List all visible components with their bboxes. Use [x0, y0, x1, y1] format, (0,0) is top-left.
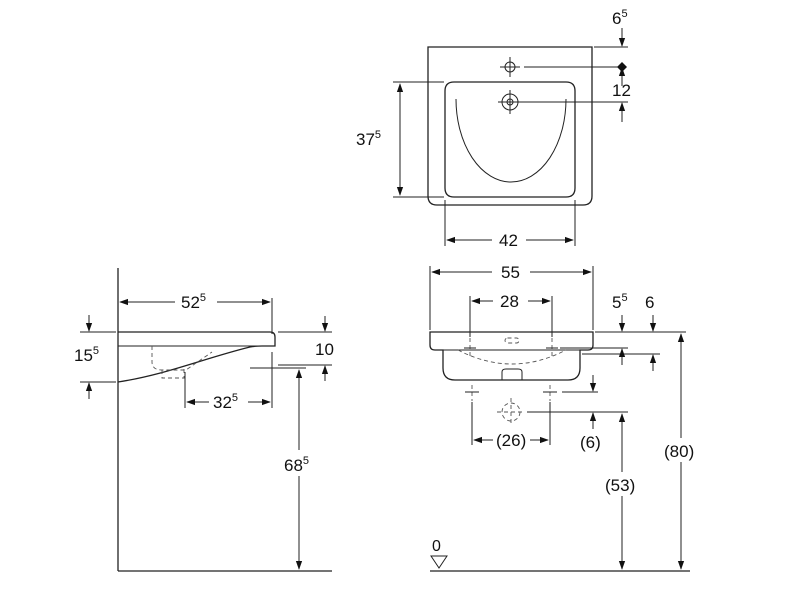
dim-length: 52 — [181, 293, 200, 312]
dim-bowl-sup: 5 — [232, 392, 238, 404]
dim-total-height: (80) — [664, 442, 694, 461]
dim-top-offset-sup: 5 — [621, 8, 627, 20]
dim-rim-height-sup: 5 — [93, 345, 99, 357]
dim-pipe-offset: (6) — [580, 433, 601, 452]
floor-label: 0 — [432, 538, 441, 555]
supply-left-symbol — [465, 385, 479, 401]
supply-right-symbol — [543, 385, 557, 401]
svg-text:375: 375 — [356, 129, 381, 149]
dim-bracket-spacing: 28 — [500, 292, 519, 311]
svg-text:155: 155 — [74, 345, 99, 365]
dim-top-offset: 6 — [612, 9, 621, 28]
dim-width: 42 — [499, 231, 518, 250]
top-view-basin — [444, 81, 576, 198]
dim-rim-height: 15 — [74, 346, 93, 365]
dim-hole: 12 — [612, 81, 631, 100]
dim-length-sup: 5 — [200, 292, 206, 304]
top-view: 65 12 375 42 — [356, 8, 631, 250]
dim-right-a: 5 — [612, 293, 621, 312]
dim-right-a-sup: 5 — [621, 292, 627, 304]
svg-text:685: 685 — [284, 455, 309, 475]
top-view-outline — [427, 46, 593, 206]
svg-text:65: 65 — [612, 8, 628, 28]
tap-hole-symbol — [500, 57, 520, 77]
svg-text:325: 325 — [213, 392, 238, 412]
svg-text:55: 55 — [612, 292, 628, 312]
bracket-left-symbol — [464, 338, 476, 356]
side-view: 525 155 10 325 685 — [74, 268, 334, 572]
front-view: 55 28 55 6 (6) (26) (53) (8 — [429, 263, 701, 572]
dim-thickness: 10 — [315, 340, 334, 359]
top-view-bowl-curve — [455, 98, 567, 183]
dim-bowl: 32 — [213, 393, 232, 412]
dim-mount-height: 68 — [284, 456, 303, 475]
drain-symbol — [498, 90, 522, 114]
dim-pipe-height: (53) — [605, 476, 635, 495]
side-basin-outline — [117, 331, 276, 383]
svg-text:525: 525 — [181, 292, 206, 312]
dim-overall-width: 55 — [501, 263, 520, 282]
dim-pipe-spacing: (26) — [496, 431, 526, 450]
dim-right-b: 6 — [645, 293, 654, 312]
waste-connection-symbol — [497, 398, 525, 426]
front-basin-outline — [429, 331, 594, 381]
floor-reference-icon — [430, 555, 448, 569]
dim-depth-sup: 5 — [375, 129, 381, 141]
dim-mount-height-sup: 5 — [303, 455, 309, 467]
dim-depth: 37 — [356, 130, 375, 149]
bracket-right-symbol — [546, 338, 558, 356]
